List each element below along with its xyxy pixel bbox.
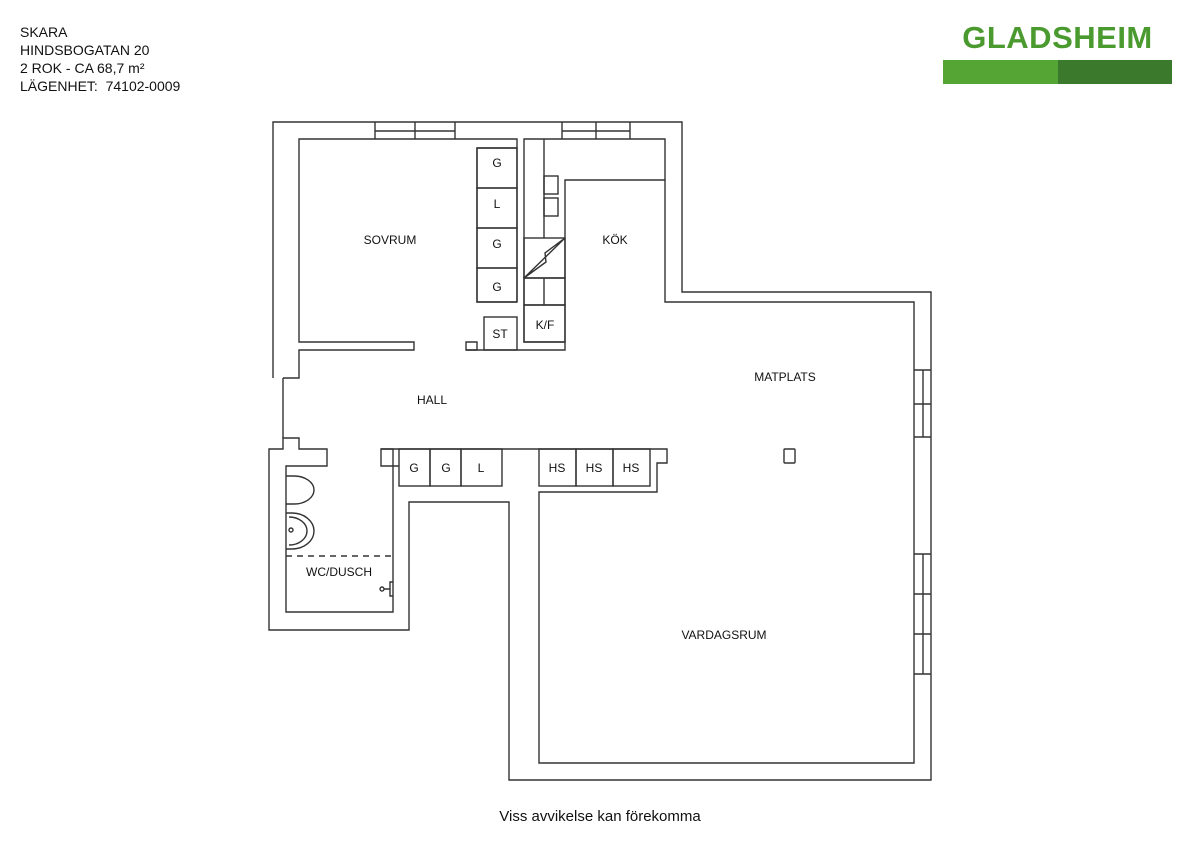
closet-label: G (492, 156, 501, 170)
closet-label: G (441, 461, 450, 475)
logo-bar (943, 60, 1172, 84)
sink-icon (286, 512, 315, 550)
gladsheim-logo: GLADSHEIM (943, 20, 1172, 84)
storage-label: ST (492, 327, 508, 341)
disclaimer: Viss avvikelse kan förekomma (499, 808, 701, 825)
electric-icon (523, 237, 566, 279)
walls (268, 121, 932, 781)
room-label-vardagsrum: VARDAGSRUM (681, 628, 766, 642)
room-label-hall: HALL (417, 393, 447, 407)
storage (483, 316, 518, 351)
closet-label: L (478, 461, 485, 475)
closet-label: L (494, 197, 501, 211)
logo-bar-light (943, 60, 1058, 84)
shower-head-icon (384, 581, 393, 597)
windows (374, 122, 931, 675)
hat-shelf-label: HS (623, 461, 640, 475)
floor-drain (783, 448, 796, 464)
address: HINDSBOGATAN 20 (20, 42, 150, 58)
cabinet (523, 277, 566, 306)
hat-shelf-label: HS (586, 461, 603, 475)
property-info: SKARA HINDSBOGATAN 20 2 ROK - CA 68,7 m²… (20, 23, 180, 95)
cabinet (543, 175, 559, 195)
room-labels: SOVRUM KÖK HALL MATPLATS VARDAGSRUM WC/D… (306, 233, 816, 642)
room-label-kok: KÖK (602, 233, 627, 247)
bathroom-fixtures (286, 475, 393, 597)
closet-label: G (409, 461, 418, 475)
room-label-matplats: MATPLATS (754, 370, 816, 384)
hat-shelf-label: HS (549, 461, 566, 475)
room-label-sovrum: SOVRUM (364, 233, 417, 247)
apartment-size: 2 ROK - CA 68,7 m² (20, 60, 145, 76)
hall-closets: G G L HS HS HS (398, 448, 651, 487)
fridge-freezer-label: K/F (536, 318, 555, 332)
closet-label: G (492, 280, 501, 294)
fridge-freezer (523, 304, 566, 343)
apartment-number: LÄGENHET: 74102-0009 (20, 78, 181, 94)
closet-label: G (492, 237, 501, 251)
toilet-icon (286, 475, 315, 505)
cabinet (543, 197, 559, 217)
faucet-icon (288, 527, 294, 533)
logo-text: GLADSHEIM (962, 20, 1153, 55)
closet (476, 267, 518, 303)
logo-bar-dark (1057, 60, 1172, 84)
city: SKARA (20, 24, 68, 40)
bedroom-closets: G L G G ST (476, 147, 518, 351)
kitchen-fixtures: K/F (523, 175, 566, 343)
room-label-wc-dusch: WC/DUSCH (306, 565, 372, 579)
